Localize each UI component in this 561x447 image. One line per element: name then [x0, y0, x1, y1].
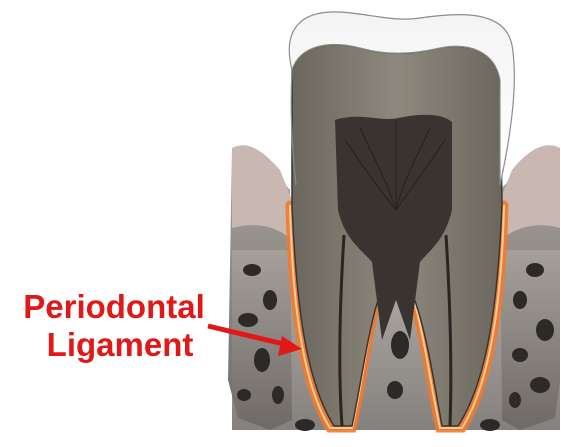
periodontal-label-line1: Periodontal [0, 288, 228, 326]
periodontal-label-line2: Ligament [24, 326, 216, 364]
